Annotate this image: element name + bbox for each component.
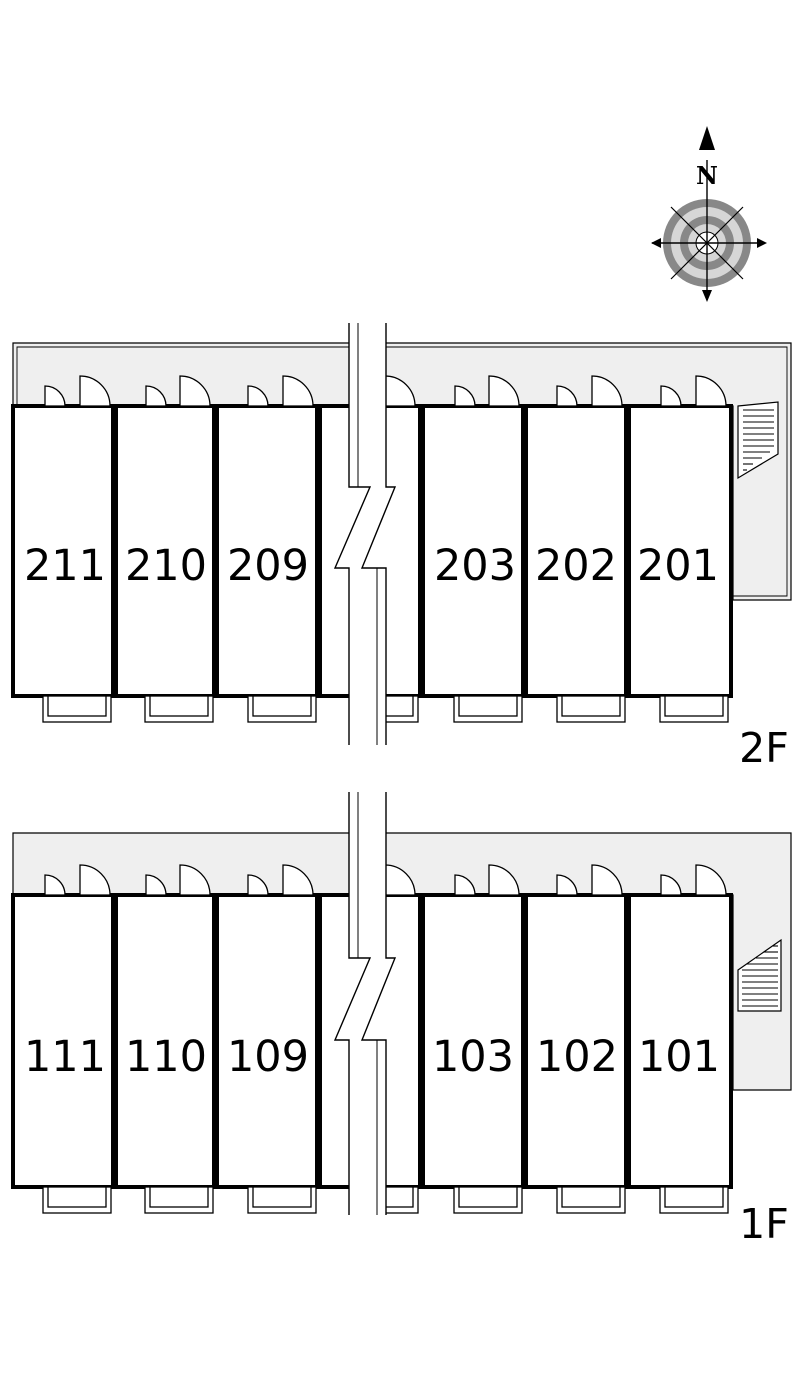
north-compass-icon: N [651,126,767,302]
unit-number: 203 [434,541,516,591]
unit-number: 209 [227,541,309,591]
staircase [737,938,782,1012]
door-icon [44,375,727,407]
north-label: N [696,161,718,190]
unit-number: 110 [125,1032,207,1082]
staircase [737,401,779,480]
unit-labels: 211 210 209 203 202 201 [24,541,719,591]
unit-number: 101 [638,1032,720,1082]
break-line [333,792,397,1215]
unit-number: 202 [535,541,617,591]
unit-number: 211 [24,541,106,591]
unit-number: 210 [125,541,207,591]
floor-label: 1F [739,1200,789,1248]
balcony [42,1186,729,1214]
floor-label: 2F [739,724,789,772]
unit-number: 102 [536,1032,618,1082]
unit-number: 111 [24,1032,106,1082]
break-line [333,323,397,745]
floor-2-plan: 211 210 209 203 202 201 2F [11,323,792,772]
unit-number: 201 [637,541,719,591]
floor-1-plan: 111 110 109 103 102 101 1F [11,792,792,1248]
door-icon [44,864,727,896]
unit-labels: 111 110 109 103 102 101 [24,1032,720,1082]
unit-number: 103 [432,1032,514,1082]
unit-number: 109 [227,1032,309,1082]
